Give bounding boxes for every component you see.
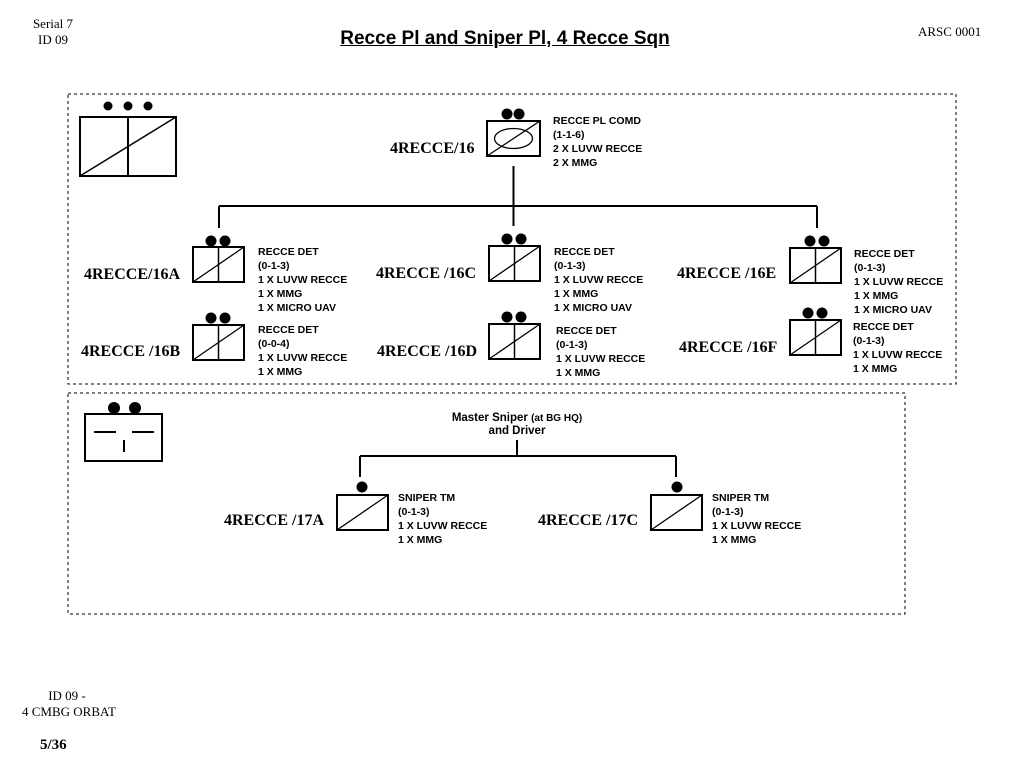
det-uid-16d: 4RECCE /16D bbox=[377, 343, 477, 360]
page-title: Recce Pl and Sniper Pl, 4 Recce Sqn bbox=[340, 28, 670, 49]
sniper-tm-symbol-17c bbox=[650, 481, 703, 531]
info-line: 1 X LUVW RECCE bbox=[398, 520, 487, 532]
recce-pl-frame bbox=[67, 93, 957, 385]
det-uid-16a: 4RECCE/16A bbox=[84, 266, 180, 283]
info-line: 1 X MMG bbox=[554, 288, 598, 300]
info-line: SNIPER TM bbox=[398, 492, 455, 504]
info-line: 1 X MICRO UAV bbox=[854, 304, 932, 316]
info-line: RECCE DET bbox=[854, 248, 915, 260]
info-line: (0-1-3) bbox=[258, 260, 290, 272]
master-sniper-line2: and Driver bbox=[489, 425, 546, 437]
info-line: 1 X LUVW RECCE bbox=[258, 352, 347, 364]
info-line: 1 X MICRO UAV bbox=[554, 302, 632, 314]
sniper-tm-symbol-17a bbox=[336, 481, 389, 531]
sniper-tm-info-17c: SNIPER TM (0-1-3) 1 X LUVW RECCE 1 X MMG bbox=[712, 492, 801, 546]
info-line: 1 X LUVW RECCE bbox=[712, 520, 801, 532]
det-info-16b: RECCE DET (0-0-4) 1 X LUVW RECCE 1 X MMG bbox=[258, 324, 347, 378]
det-uid-16f: 4RECCE /16F bbox=[679, 339, 777, 356]
info-line: SNIPER TM bbox=[712, 492, 769, 504]
info-line: (0-1-3) bbox=[554, 260, 586, 272]
footer-line-1: ID 09 - bbox=[48, 688, 86, 703]
info-line: RECCE DET bbox=[853, 321, 914, 333]
det-symbol-16e bbox=[789, 235, 842, 284]
sniper-tm-info-17a: SNIPER TM (0-1-3) 1 X LUVW RECCE 1 X MMG bbox=[398, 492, 487, 546]
recce-pl-hq-uid: 4RECCE/16 bbox=[390, 140, 474, 157]
footer-block: ID 09 - 4 CMBG ORBAT bbox=[22, 688, 116, 720]
info-line: (0-1-3) bbox=[712, 506, 744, 518]
det-uid-16e: 4RECCE /16E bbox=[677, 265, 776, 282]
info-line: (0-1-3) bbox=[853, 335, 885, 347]
det-info-16f: RECCE DET (0-1-3) 1 X LUVW RECCE 1 X MMG bbox=[853, 321, 942, 375]
info-line: 2 X MMG bbox=[553, 157, 597, 169]
reference-code: ARSC 0001 bbox=[918, 24, 982, 39]
info-line: 1 X LUVW RECCE bbox=[854, 276, 943, 288]
info-line: 1 X MMG bbox=[258, 288, 302, 300]
info-line: 2 X LUVW RECCE bbox=[553, 143, 642, 155]
master-sniper-label: Master Sniper (at BG HQ) bbox=[452, 412, 582, 424]
info-line: (0-1-3) bbox=[398, 506, 430, 518]
info-line: 1 X MMG bbox=[556, 367, 600, 379]
det-info-16a: RECCE DET (0-1-3) 1 X LUVW RECCE 1 X MMG… bbox=[258, 246, 347, 314]
info-line: RECCE DET bbox=[554, 246, 615, 258]
page-number: 5/36 bbox=[40, 737, 67, 753]
master-sniper-name: Master Sniper bbox=[452, 412, 529, 424]
info-line: 1 X LUVW RECCE bbox=[258, 274, 347, 286]
info-line: 1 X MMG bbox=[854, 290, 898, 302]
sniper-tm-uid-17c: 4RECCE /17C bbox=[538, 512, 638, 529]
sniper-pl-connectors bbox=[359, 440, 677, 477]
serial-label: Serial 7 bbox=[32, 16, 74, 31]
info-line: RECCE DET bbox=[258, 324, 319, 336]
det-symbol-16c bbox=[488, 233, 541, 282]
info-line: 1 X MICRO UAV bbox=[258, 302, 336, 314]
det-symbol-16f bbox=[789, 307, 842, 356]
info-line: (0-1-3) bbox=[854, 262, 886, 274]
info-line: 1 X MMG bbox=[712, 534, 756, 546]
det-symbol-16d bbox=[488, 311, 541, 360]
det-info-16d: RECCE DET (0-1-3) 1 X LUVW RECCE 1 X MMG bbox=[556, 325, 645, 379]
info-line: 1 X MMG bbox=[258, 366, 302, 378]
det-uid-16b: 4RECCE /16B bbox=[81, 343, 180, 360]
det-uid-16c: 4RECCE /16C bbox=[376, 265, 476, 282]
info-line: 1 X LUVW RECCE bbox=[853, 349, 942, 361]
serial-block: Serial 7 ID 09 bbox=[30, 16, 76, 48]
info-line: RECCE DET bbox=[258, 246, 319, 258]
info-line: 1 X LUVW RECCE bbox=[556, 353, 645, 365]
sniper-tm-uid-17a: 4RECCE /17A bbox=[224, 512, 324, 529]
det-info-16e: RECCE DET (0-1-3) 1 X LUVW RECCE 1 X MMG… bbox=[854, 248, 943, 316]
det-symbol-16a bbox=[192, 235, 245, 283]
info-line: (0-0-4) bbox=[258, 338, 290, 350]
info-line: RECCE DET bbox=[556, 325, 617, 337]
master-sniper-location: (at BG HQ) bbox=[531, 413, 582, 424]
recce-pl-connectors bbox=[218, 166, 818, 228]
info-line: 1 X MMG bbox=[853, 363, 897, 375]
serial-id: ID 09 bbox=[38, 32, 68, 47]
det-symbol-16b bbox=[192, 312, 245, 361]
recce-pl-hq-symbol bbox=[486, 108, 541, 157]
recce-pl-hq-info: RECCE PL COMD (1-1-6) 2 X LUVW RECCE 2 X… bbox=[553, 115, 642, 169]
info-line: 1 X MMG bbox=[398, 534, 442, 546]
info-line: (0-1-3) bbox=[556, 339, 588, 351]
sniper-pl-frame bbox=[67, 392, 906, 615]
info-line: (1-1-6) bbox=[553, 129, 585, 141]
info-line: RECCE PL COMD bbox=[553, 115, 641, 127]
info-line: 1 X LUVW RECCE bbox=[554, 274, 643, 286]
sniper-pl-symbol bbox=[84, 402, 163, 462]
recce-pl-symbol bbox=[79, 101, 177, 177]
det-info-16c: RECCE DET (0-1-3) 1 X LUVW RECCE 1 X MMG… bbox=[554, 246, 643, 314]
footer-line-2: 4 CMBG ORBAT bbox=[22, 704, 116, 719]
